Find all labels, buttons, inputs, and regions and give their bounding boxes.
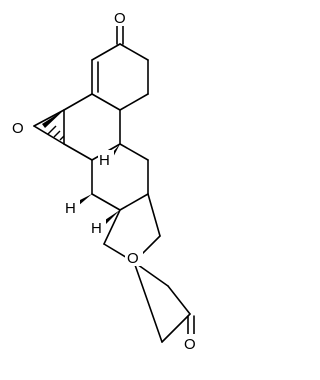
steroid-structure-diagram: O O H H H O O — [10, 8, 200, 353]
ring-c — [91, 143, 149, 211]
epoxide-group — [33, 109, 65, 145]
atom-epoxide-oxygen: O — [12, 120, 24, 137]
ketone-group — [116, 23, 124, 45]
spirolactone-ring — [133, 261, 195, 343]
atom-lactone-carbonyl-oxygen: O — [184, 336, 196, 353]
ring-a — [91, 43, 149, 111]
atom-ketone-oxygen: O — [114, 10, 126, 27]
atom-h-8: H — [99, 152, 110, 169]
atom-h-14: H — [91, 220, 102, 237]
atom-h-9: H — [65, 200, 76, 217]
atom-labels: O O H H H O O — [10, 8, 200, 353]
atom-lactone-ring-oxygen: O — [127, 250, 139, 267]
